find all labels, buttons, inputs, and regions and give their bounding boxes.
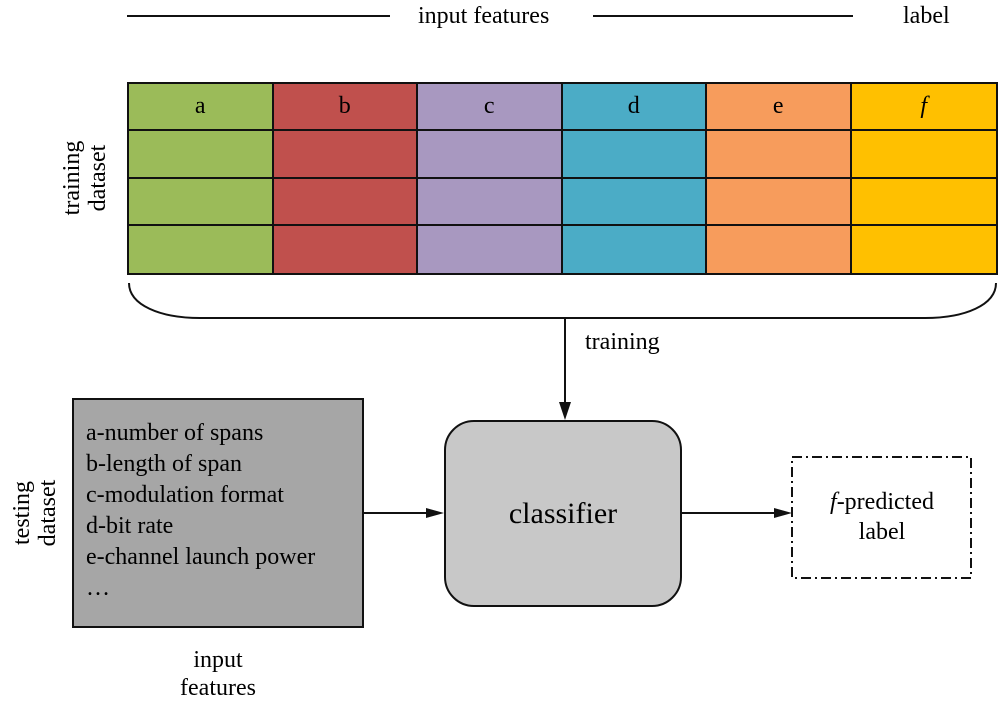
table-cell xyxy=(707,225,852,273)
training-arrow-head xyxy=(559,402,571,420)
table-cell xyxy=(129,131,274,179)
testing-label-line1: testing xyxy=(9,481,35,545)
table-cell xyxy=(851,131,996,179)
header-input-features: input features xyxy=(418,3,550,29)
table-cell xyxy=(273,131,418,179)
feature-item: a-number of spans xyxy=(86,420,264,446)
table-cell xyxy=(273,225,418,273)
table-cell xyxy=(418,131,563,179)
column-header-d: d xyxy=(562,84,707,132)
output-arrow-head xyxy=(774,508,792,518)
column-header-a: a xyxy=(129,84,274,132)
table-cell xyxy=(851,225,996,273)
training-label-line2: dataset xyxy=(85,144,111,212)
header-label: label xyxy=(903,3,950,29)
predicted-label-text: f-predicted label xyxy=(792,456,972,578)
feature-item: b-length of span xyxy=(86,451,242,477)
testing-label-line2: dataset xyxy=(35,479,61,547)
table-cell xyxy=(418,225,563,273)
input-features-caption: input features xyxy=(148,646,288,702)
classifier-box: classifier xyxy=(444,420,682,607)
testing-features-box: a-number of spans b-length of span c-modul… xyxy=(72,398,364,628)
input-features-line2: features xyxy=(180,675,256,701)
table-cell xyxy=(851,178,996,226)
feature-item: c-modulation format xyxy=(86,482,284,508)
table-cell xyxy=(562,178,707,226)
column-header-c: c xyxy=(418,84,563,132)
predicted-label-prefix: f xyxy=(830,489,837,515)
table-cell xyxy=(707,178,852,226)
predicted-label-rest: -predicted xyxy=(836,489,934,515)
table-cell xyxy=(562,225,707,273)
training-dataset-label: training dataset xyxy=(59,113,111,243)
feature-item: … xyxy=(86,575,110,601)
table-cell xyxy=(129,178,274,226)
classifier-label: classifier xyxy=(508,496,618,530)
table-cell xyxy=(562,131,707,179)
input-features-line1: input xyxy=(193,647,243,673)
training-arrow-label: training xyxy=(585,329,660,355)
training-label-line1: training xyxy=(59,140,85,216)
predicted-label-line2: label xyxy=(858,519,906,545)
table-cell xyxy=(418,178,563,226)
table-cell xyxy=(707,131,852,179)
input-arrow-head xyxy=(426,508,444,518)
feature-item: e-channel launch power xyxy=(86,544,316,570)
column-header-f: f xyxy=(851,84,996,132)
predicted-label-box xyxy=(791,456,972,579)
training-brace xyxy=(128,282,997,319)
table-cell xyxy=(273,178,418,226)
predicted-label-line1: f-predicted xyxy=(830,487,934,517)
column-header-b: b xyxy=(273,84,418,132)
testing-dataset-label: testing dataset xyxy=(9,448,61,578)
table-cell xyxy=(129,225,274,273)
feature-item: d-bit rate xyxy=(86,513,174,539)
column-header-e: e xyxy=(707,84,852,132)
